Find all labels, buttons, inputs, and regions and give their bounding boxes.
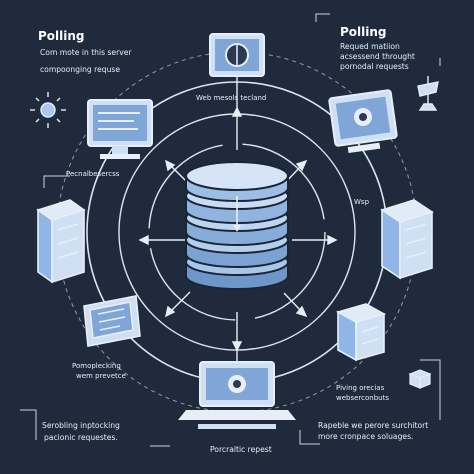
- top-right-line-2: acsessend throught: [340, 52, 415, 61]
- corner-brackets: [20, 13, 441, 447]
- left-low-label-1: Pomoplecking: [72, 362, 121, 370]
- right-low-label-1: Piving orecias: [336, 384, 385, 392]
- right-storage-icon: [335, 303, 387, 362]
- bottom-center-label: Porcraltic repest: [210, 445, 272, 454]
- top-window-icon: [209, 33, 265, 77]
- bottom-left-line-2: pacionic requestes.: [44, 433, 118, 442]
- top-right-line-1: Requed matiion: [340, 42, 400, 51]
- top-left-line-2: compoonging requse: [40, 65, 121, 74]
- left-document-icon: [83, 295, 141, 347]
- antenna-icon: [417, 76, 439, 111]
- center-top-label: Web mesols tecland: [196, 94, 267, 102]
- light-bulb-icon: [30, 92, 66, 128]
- right-low-label-2: webserconbuts: [336, 394, 389, 402]
- right-monitor-icon: [328, 89, 398, 154]
- top-right-line-3: pornodal requests: [340, 62, 409, 71]
- right-server-rack-icon: [380, 199, 434, 280]
- left-server-rack-icon: [36, 199, 86, 284]
- top-right-title: Polling: [340, 25, 387, 39]
- radial-arrows: [138, 75, 338, 365]
- left-monitor-icon: [87, 99, 153, 159]
- central-database-icon: [185, 161, 289, 290]
- bottom-right-line-2: more cronpace soluages.: [318, 432, 414, 441]
- top-left-title: Polling: [38, 29, 85, 43]
- bottom-left-line-1: Serobling inptocking: [42, 421, 120, 430]
- left-mid-label: Pecnalbesercss: [66, 170, 120, 178]
- bottom-right-line-1: Rapeble we perore surchitort: [318, 421, 429, 430]
- top-left-line-1: Com mote in this server: [40, 48, 132, 57]
- bottom-right-small-icon: [408, 369, 432, 389]
- right-mid-label: Wsp: [354, 198, 370, 206]
- bottom-laptop-icon: [178, 361, 296, 429]
- left-low-label-2: wem prevetce: [76, 372, 126, 380]
